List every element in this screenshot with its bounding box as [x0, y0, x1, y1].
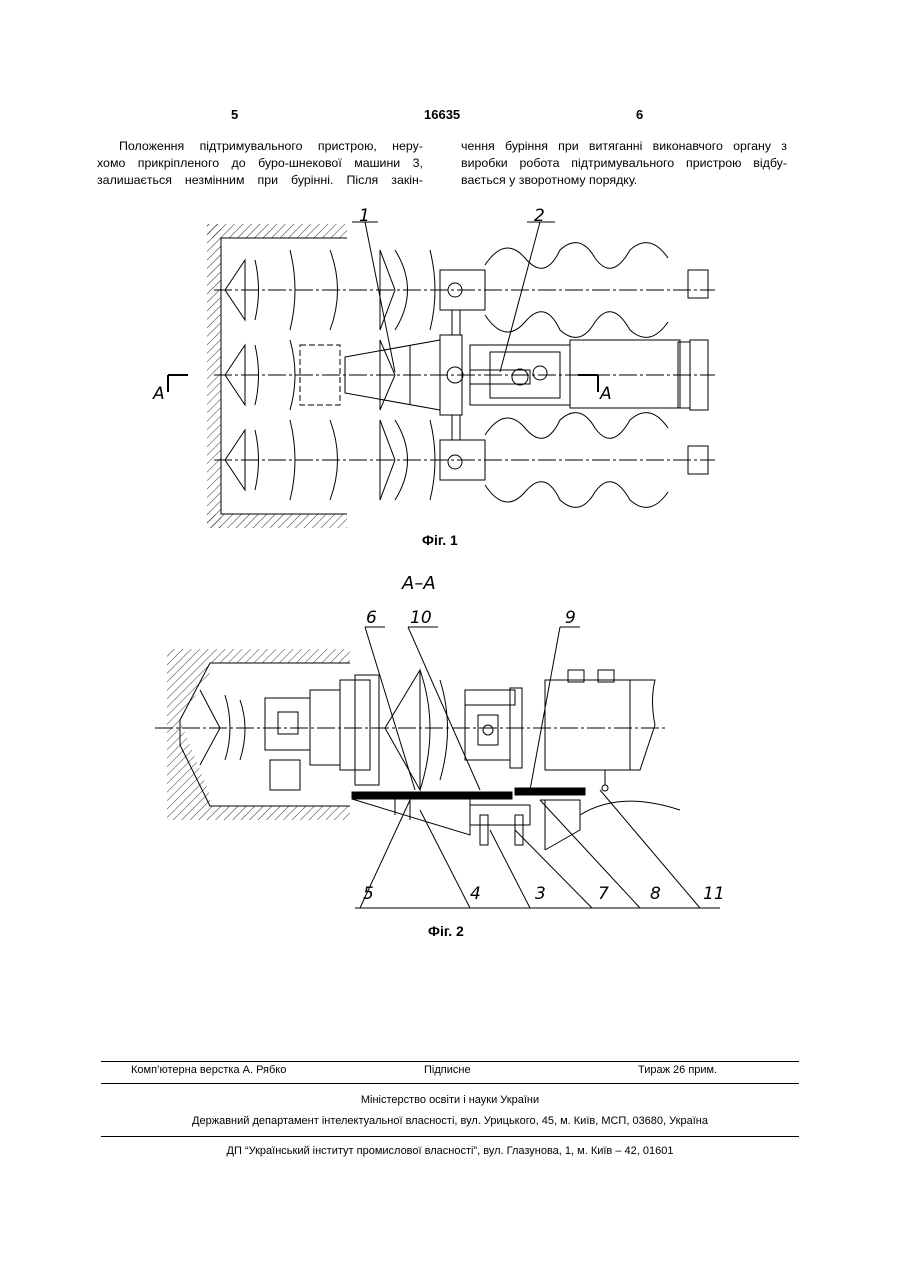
footer-department: Державний департамент інтелектуальної вл…: [101, 1115, 799, 1127]
callout-label-10: 10: [410, 608, 432, 628]
callout-label-6: 6: [366, 608, 377, 628]
callout-label-8: 8: [650, 884, 661, 904]
figure-2-caption: Фіг. 2: [428, 923, 464, 939]
callout-label-5: 5: [363, 884, 374, 904]
footer-institute: ДП “Український інститут промислової вла…: [101, 1145, 799, 1157]
footer-ministry: Міністерство освіти і науки України: [101, 1094, 799, 1106]
footer-rule: [101, 1061, 799, 1062]
footer-layout: Комп’ютерна верстка А. Рябко: [131, 1064, 286, 1076]
figure-1-caption: Фіг. 1: [422, 532, 458, 548]
callout-label-7: 7: [598, 884, 609, 904]
figure-2-drawing: [155, 627, 720, 908]
callout-label-2: 2: [534, 206, 545, 226]
footer-signed: Підписне: [424, 1064, 471, 1076]
callout-label-9: 9: [565, 608, 576, 628]
section-title: А–А: [402, 573, 436, 594]
callout-label-3: 3: [535, 884, 546, 904]
callout-label-11: 11: [703, 884, 725, 904]
section-marker-right: А: [600, 384, 612, 404]
footer-rule: [101, 1136, 799, 1137]
section-marker-left: А: [153, 384, 165, 404]
callout-label-4: 4: [470, 884, 481, 904]
footer-circulation: Тираж 26 прим.: [638, 1064, 717, 1076]
callout-label-1: 1: [359, 206, 370, 226]
footer-rule: [101, 1083, 799, 1084]
